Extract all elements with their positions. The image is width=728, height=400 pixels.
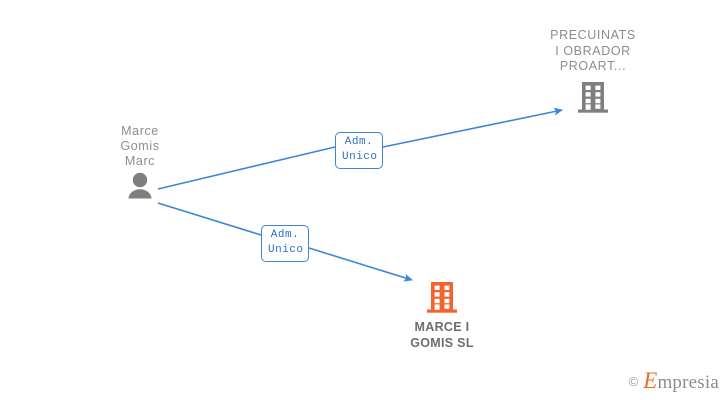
copyright-icon: ©: [628, 373, 639, 389]
node-company-marce[interactable]: MARCE I GOMIS SL: [392, 280, 492, 351]
node-company-marce-label: MARCE I GOMIS SL: [410, 320, 474, 350]
node-company-precuinats[interactable]: PRECUINATS I OBRADOR PROART...: [543, 28, 643, 114]
edge-line-label1-to-precuinats: [382, 107, 563, 148]
empresia-logo: © Empresia: [629, 368, 719, 394]
building-icon: [578, 81, 608, 113]
building-icon: [427, 282, 457, 313]
edge-line-person-to-label2: [157, 202, 262, 236]
node-company-precuinats-label: PRECUINATS I OBRADOR PROART...: [550, 28, 636, 73]
node-person-label: Marce Gomis Marc: [120, 124, 160, 168]
edge-line-label2-to-marce: [308, 247, 413, 282]
edge-line-person-to-label1: [157, 146, 336, 190]
edge-label-adm-unico-precuinats[interactable]: Adm. Unico: [335, 132, 383, 169]
edge-label-adm-unico-marce[interactable]: Adm. Unico: [261, 225, 309, 262]
person-icon: [128, 172, 152, 199]
brand-rest: mpresia: [657, 372, 719, 393]
node-person[interactable]: Marce Gomis Marc: [96, 124, 184, 200]
brand-wordmark: Empresia: [643, 368, 719, 394]
brand-initial: E: [643, 368, 658, 393]
